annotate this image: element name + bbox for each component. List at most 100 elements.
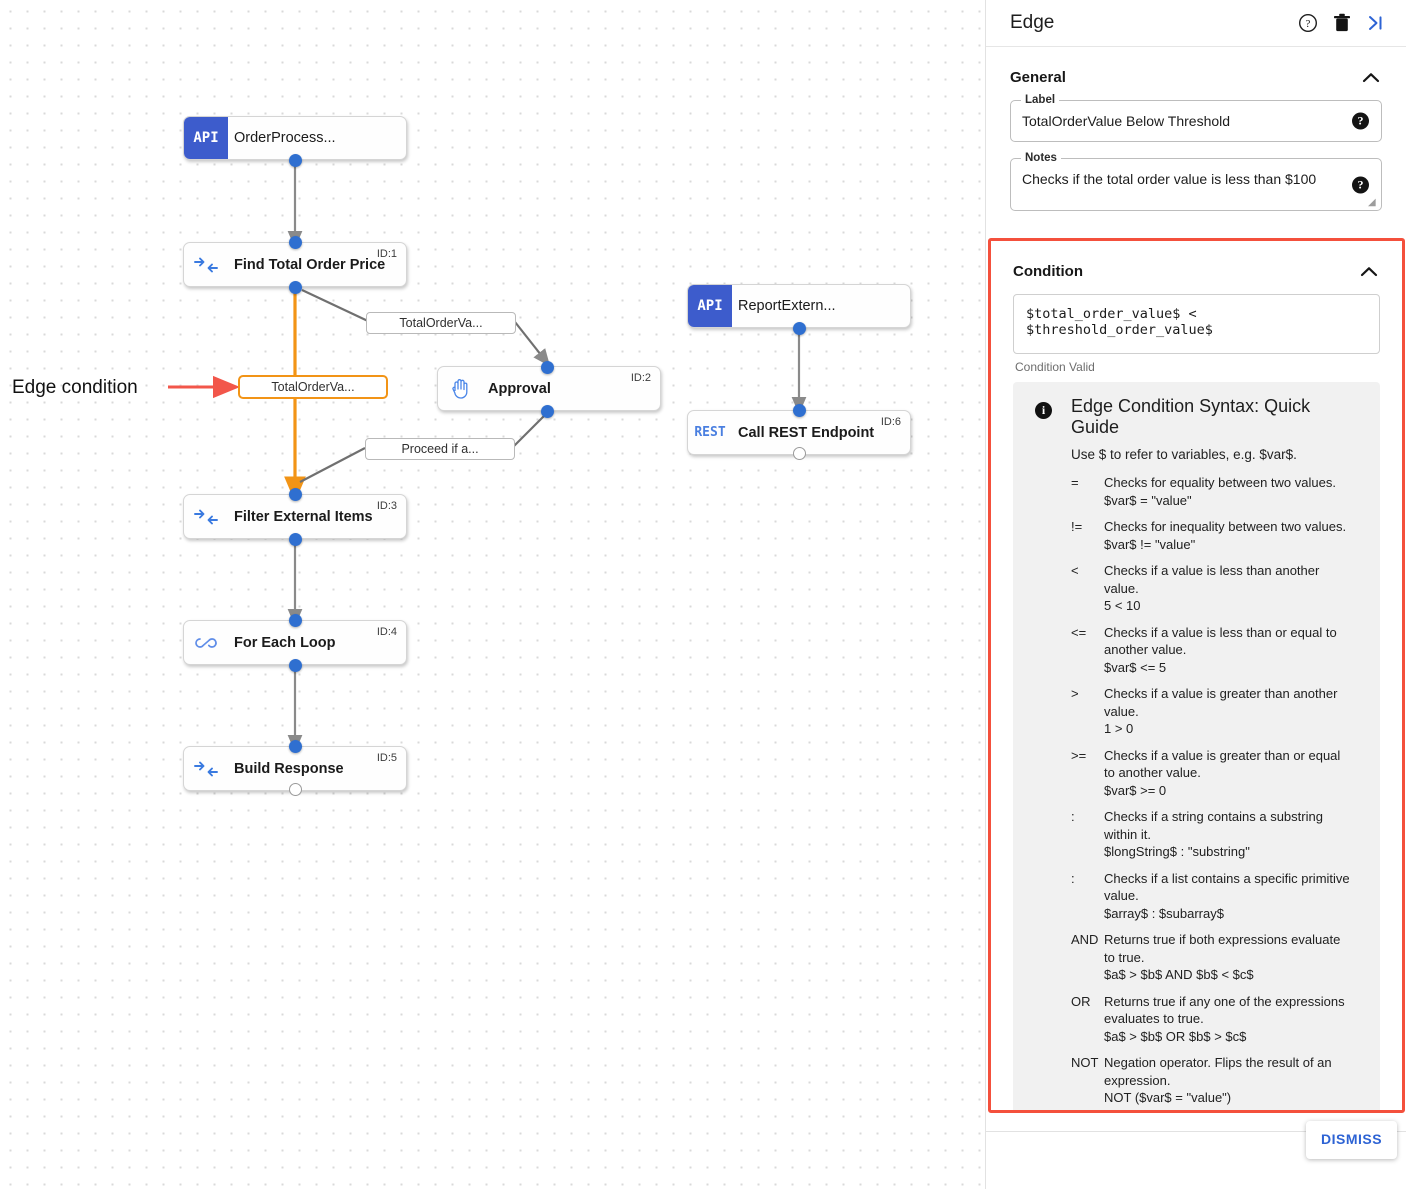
- edge-condition-annotation-label: Edge condition: [12, 377, 138, 398]
- node-input-port[interactable]: [289, 236, 302, 249]
- guide-title: Edge Condition Syntax: Quick Guide: [1071, 396, 1311, 437]
- operator-row: < Checks if a value is less than another …: [1071, 562, 1362, 615]
- node-for-each-loop[interactable]: For Each Loop ID:4: [183, 620, 407, 665]
- condition-section-highlight: Condition $total_order_value$ < $thresho…: [988, 238, 1405, 1113]
- operator-description: Checks if a string contains a substring …: [1104, 808, 1362, 861]
- node-input-port[interactable]: [289, 614, 302, 627]
- node-output-port[interactable]: [289, 533, 302, 546]
- operator-symbol: <: [1071, 563, 1079, 578]
- operator-example: 5 < 10: [1104, 598, 1141, 613]
- notes-field-value[interactable]: Checks if the total order value is less …: [1022, 171, 1317, 187]
- general-section: General Label TotalOrderValue Below Thre…: [986, 47, 1406, 211]
- edge-connections-layer: [168, 160, 807, 753]
- svg-text:?: ?: [1306, 18, 1311, 30]
- node-id-badge: ID:2: [630, 372, 651, 384]
- edge-label-proceed-if-approved[interactable]: Proceed if a...: [365, 438, 515, 460]
- node-order-process[interactable]: API OrderProcess...: [183, 116, 407, 160]
- operator-description: Checks if a list contains a specific pri…: [1104, 870, 1362, 923]
- condition-syntax-guide: i Edge Condition Syntax: Quick Guide Use…: [1013, 382, 1380, 1110]
- edge-label-total-order-value-upper[interactable]: TotalOrderVa...: [366, 312, 516, 334]
- condition-validity-status: Condition Valid: [1015, 360, 1095, 374]
- node-output-port-open[interactable]: [289, 783, 302, 796]
- resize-handle-icon[interactable]: ◢: [1368, 197, 1376, 208]
- operator-description: Checks if a value is greater than or equ…: [1104, 747, 1362, 800]
- operator-row: !=Checks for inequality between two valu…: [1071, 518, 1362, 553]
- node-input-port[interactable]: [793, 404, 806, 417]
- node-output-port[interactable]: [289, 281, 302, 294]
- dismiss-button[interactable]: DISMISS: [1306, 1121, 1398, 1159]
- node-id-badge: ID:1: [376, 248, 397, 260]
- notes-field-caption: Notes: [1021, 152, 1061, 164]
- guide-subtitle: Use $ to refer to variables, e.g. $var$.: [1071, 447, 1297, 462]
- node-title: Find Total Order Price: [234, 256, 386, 273]
- node-report-external[interactable]: API ReportExtern...: [687, 284, 911, 328]
- label-help-icon[interactable]: ?: [1352, 112, 1369, 130]
- operator-example: $longString$ : "substring": [1104, 844, 1250, 859]
- operator-example: $a$ > $b$ OR $b$ > $c$: [1104, 1028, 1247, 1044]
- node-output-port[interactable]: [289, 154, 302, 167]
- operator-row: AND Returns true if both expressions eval…: [1071, 931, 1362, 984]
- operator-symbol: >: [1071, 686, 1079, 701]
- operator-symbol: OR: [1071, 993, 1091, 1009]
- node-output-port[interactable]: [541, 405, 554, 418]
- operator-symbol: :: [1071, 809, 1075, 824]
- find-data-icon: [184, 243, 228, 286]
- edge-label-total-order-value-selected[interactable]: TotalOrderVa...: [238, 375, 388, 399]
- node-input-port[interactable]: [289, 488, 302, 501]
- notes-help-icon[interactable]: ?: [1352, 176, 1369, 193]
- notes-field[interactable]: Notes Checks if the total order value is…: [1010, 152, 1382, 211]
- info-icon: i: [1035, 402, 1052, 419]
- node-id-badge: ID:3: [376, 500, 397, 512]
- panel-footer-divider: [986, 1131, 1406, 1132]
- operator-example: $a$ > $b$ AND $b$ < $c$: [1104, 967, 1254, 982]
- panel-header: Edge ?: [986, 0, 1406, 47]
- condition-heading: Condition: [1013, 262, 1083, 280]
- operator-row: :Checks if a list contains a specific pr…: [1071, 870, 1362, 923]
- node-output-port[interactable]: [793, 322, 806, 335]
- operator-example: NOT ($var$ = "value"): [1104, 1090, 1232, 1105]
- dismiss-button-label: DISMISS: [1321, 1131, 1383, 1147]
- loop-infinity-icon: [184, 621, 228, 664]
- panel-title: Edge: [1010, 12, 1055, 33]
- chevron-up-icon[interactable]: [1358, 260, 1380, 282]
- operator-example: $var$ != "value": [1104, 536, 1196, 552]
- find-data-icon: [184, 495, 228, 538]
- edge-properties-panel: Edge ?: [985, 0, 1406, 1189]
- node-title: Filter External Items: [234, 508, 373, 525]
- operator-description: Returns true if any one of the expressio…: [1104, 993, 1362, 1046]
- help-icon[interactable]: ?: [1291, 6, 1325, 40]
- node-id-badge: ID:5: [376, 752, 397, 764]
- operator-row: : Checks if a string contains a substring…: [1071, 808, 1362, 861]
- operator-description: Returns true if both expressions evaluat…: [1104, 931, 1362, 984]
- workflow-canvas[interactable]: Edge condition API OrderProcess... Find …: [0, 0, 985, 1189]
- general-heading: General: [1010, 68, 1066, 86]
- collapse-panel-icon[interactable]: [1359, 6, 1393, 40]
- operator-example: $var$ >= 0: [1104, 782, 1167, 798]
- delete-icon[interactable]: [1325, 6, 1359, 40]
- label-field-value[interactable]: TotalOrderValue Below Threshold: [1022, 113, 1231, 129]
- operator-description: Negation operator. Flips the result of a…: [1104, 1054, 1362, 1107]
- operator-row: >Checks if a value is greater than anoth…: [1071, 685, 1362, 738]
- condition-expression-input[interactable]: $total_order_value$ < $threshold_order_v…: [1013, 294, 1380, 354]
- node-title: OrderProcess...: [234, 130, 336, 146]
- node-output-port[interactable]: [289, 659, 302, 672]
- label-field[interactable]: Label TotalOrderValue Below Threshold ?: [1010, 94, 1382, 142]
- operator-description: Checks for equality between two values.$…: [1104, 474, 1362, 509]
- general-section-header[interactable]: General: [1010, 47, 1382, 100]
- chevron-up-icon[interactable]: [1360, 66, 1382, 88]
- operator-description: Checks for inequality between two values…: [1104, 518, 1362, 553]
- operator-description: Checks if a value is less than another v…: [1104, 562, 1362, 615]
- operator-row: OR Returns true if any one of the express…: [1071, 993, 1362, 1046]
- api-icon: API: [184, 117, 228, 159]
- condition-section-header[interactable]: Condition: [1013, 241, 1380, 294]
- node-title: Build Response: [234, 760, 344, 777]
- node-input-port[interactable]: [289, 740, 302, 753]
- node-id-badge: ID:6: [880, 416, 901, 428]
- operator-row: <=Checks if a value is less than or equa…: [1071, 624, 1362, 677]
- hand-approval-icon: [438, 367, 482, 410]
- node-input-port[interactable]: [541, 361, 554, 374]
- operator-symbol: AND: [1071, 932, 1099, 947]
- operator-example: 1 > 0: [1104, 721, 1134, 736]
- node-output-port-open[interactable]: [793, 447, 806, 460]
